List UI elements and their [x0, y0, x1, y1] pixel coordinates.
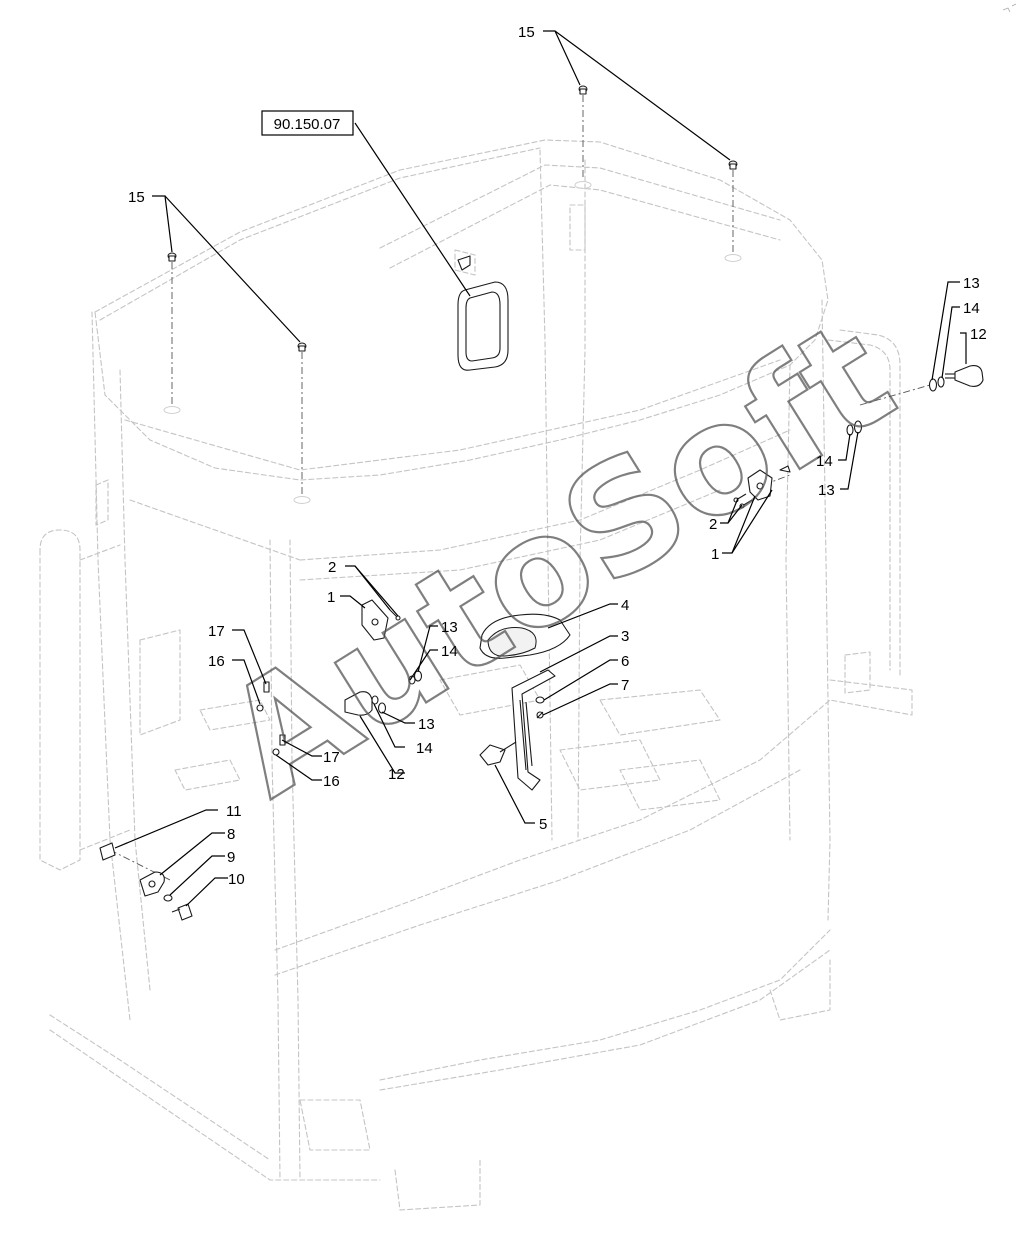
nut-13-right	[928, 378, 938, 392]
screw-17-left	[263, 681, 270, 693]
callout-14-lower: 14	[416, 740, 433, 757]
callout-9: 9	[227, 849, 235, 866]
bolt-10	[171, 903, 193, 921]
callout-13-middle: 13	[441, 619, 458, 636]
latch-1-right	[747, 469, 773, 501]
callout-3: 3	[621, 628, 629, 645]
callout-12-lower: 12	[388, 766, 405, 783]
clip-11	[99, 842, 116, 861]
latch-1-left	[361, 599, 389, 641]
callout-17-lower: 17	[323, 749, 340, 766]
screw-16-left	[256, 704, 264, 712]
screw-right-small	[779, 465, 791, 473]
parts	[99, 85, 984, 921]
callout-7: 7	[621, 677, 629, 694]
callout-2-right: 2	[709, 516, 717, 533]
washer-14-left	[371, 695, 379, 705]
callout-5: 5	[539, 816, 547, 833]
washer-14-right	[937, 376, 945, 388]
callout-12-right: 12	[970, 326, 987, 343]
plug-15-right-b	[728, 160, 738, 170]
callout-13-right-mid: 13	[818, 482, 835, 499]
washer-6	[535, 696, 545, 704]
leader-lines	[114, 30, 967, 907]
rear-view-mirror	[457, 255, 509, 371]
callout-2-left: 2	[328, 559, 336, 576]
callout-6: 6	[621, 653, 629, 670]
callout-11: 11	[226, 803, 242, 820]
callout-14-right-mid: 14	[816, 453, 833, 470]
callout-14-middle: 14	[441, 643, 458, 660]
callout-13-lower: 13	[418, 716, 435, 733]
callout-16-upper: 16	[208, 653, 225, 670]
callout-15-top: 15	[518, 24, 535, 41]
washer-9	[163, 894, 173, 902]
watermark-text: AutoSoft	[197, 288, 922, 831]
callout-17-upper: 17	[208, 623, 225, 640]
callout-16-lower: 16	[323, 773, 340, 790]
bracket-3	[511, 669, 556, 791]
callout-13-right-top: 13	[963, 275, 980, 292]
callout-15-left: 15	[128, 189, 145, 206]
plug-15-left-b	[297, 342, 307, 352]
callout-8: 8	[227, 826, 235, 843]
screw-7	[536, 711, 544, 719]
callout-14-right-top: 14	[963, 300, 980, 317]
reference-label: 90.150.07	[274, 116, 341, 133]
callout-10: 10	[228, 871, 245, 888]
plug-15-right-a	[578, 85, 588, 95]
screw-2-left	[389, 609, 401, 621]
nut-13-left	[377, 702, 387, 714]
corner-mark-icon	[1002, 3, 1017, 13]
bracket-8	[139, 871, 165, 897]
callout-4: 4	[621, 597, 629, 614]
callout-1-right: 1	[711, 546, 719, 563]
callout-1-left: 1	[327, 589, 335, 606]
callout-numbers: 15 15 13 14 12 14 13 2 1 2 1 4 3 6 7 17 …	[128, 24, 987, 888]
plug-15-left-a	[167, 252, 177, 262]
cab-frame-outline	[39, 139, 913, 1211]
handle-grip-4	[479, 613, 571, 659]
bolt-12-right	[945, 365, 984, 387]
reference-box	[261, 110, 354, 136]
bolt-12-left	[344, 691, 373, 716]
knob-5	[479, 741, 517, 766]
